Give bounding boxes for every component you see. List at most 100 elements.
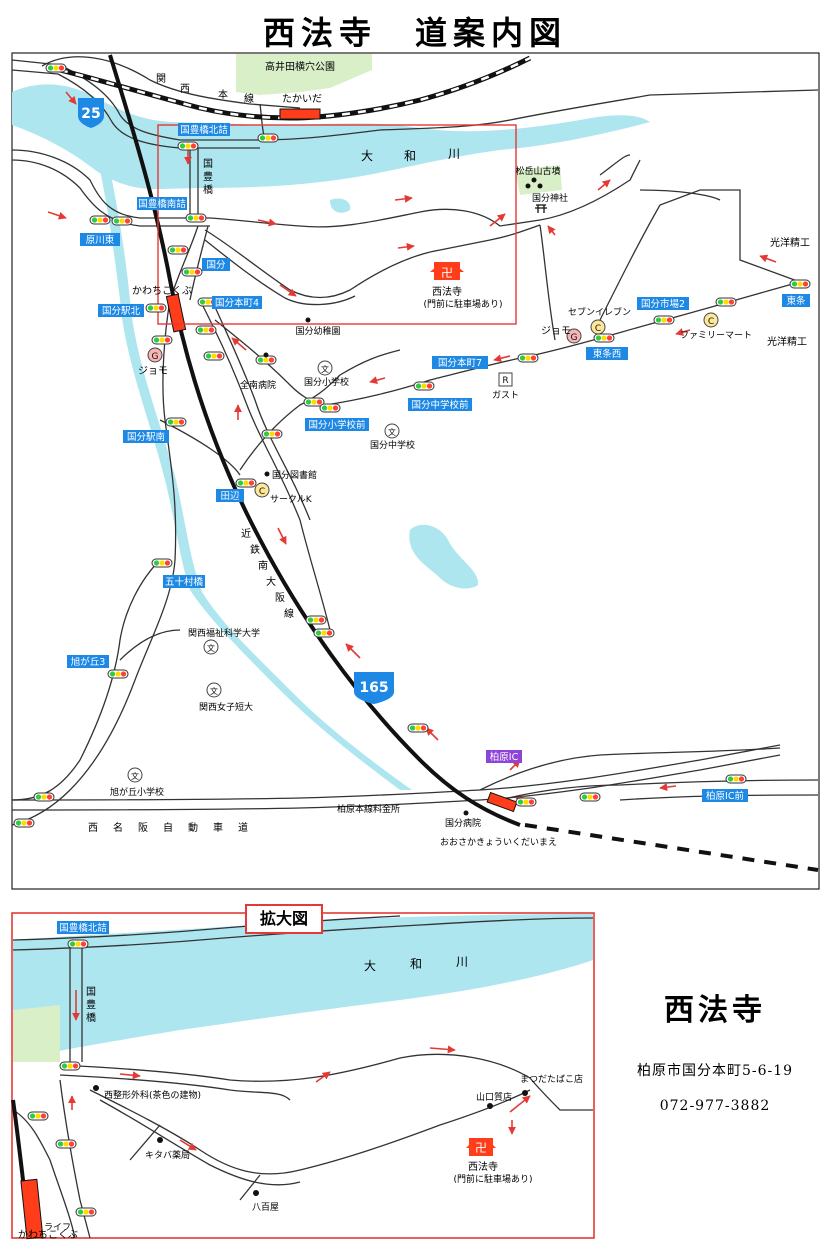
svg-text:八百屋: 八百屋 (252, 1202, 279, 1213)
svg-text:国: 国 (203, 158, 213, 170)
svg-text:全南病院: 全南病院 (240, 379, 276, 391)
svg-text:山口質店: 山口質店 (476, 1091, 512, 1103)
badge-kokubu-ichiba2: 国分市場2 (641, 298, 685, 310)
svg-text:セブンイレブン: セブンイレブン (568, 306, 631, 318)
route-25-marker: 25 (78, 98, 104, 128)
svg-text:C: C (259, 487, 265, 497)
svg-text:関西福祉科学大学: 関西福祉科学大学 (188, 627, 260, 639)
svg-text:まつだたばこ店: まつだたばこ店 (520, 1073, 583, 1085)
badge-haragawa-higashi: 原川東 (86, 234, 115, 246)
badge-tojo: 東条 (786, 295, 806, 307)
enlarged-map: 国豊橋北詰 大 和 川 国 豊 橋 西整形外科(茶色の建物) まつだたばこ店 山… (11, 914, 594, 1241)
badge-chugakko-mae: 国分中学校前 (411, 399, 468, 411)
svg-text:ファミリーマート: ファミリーマート (680, 331, 752, 341)
badge-enlarged-bridge: 国豊橋北詰 (59, 922, 107, 934)
svg-text:旭が丘小学校: 旭が丘小学校 (110, 786, 164, 798)
intersection-badges: 国豊橋北詰 国豊橋南詰 原川東 国分 国分駅北 国分本町4 国分本町7 国分市場… (67, 123, 810, 802)
badge-asahigaoka3: 旭が丘3 (71, 656, 106, 668)
enlarged-temple-note: (門前に駐車場あり) (453, 1173, 532, 1185)
svg-text:国分病院: 国分病院 (445, 817, 481, 829)
enlarged-temple-label: 西法寺 (468, 1160, 498, 1173)
temple-name: 西法寺 (664, 993, 766, 1028)
park-area (236, 54, 372, 95)
svg-text:鉄: 鉄 (250, 543, 260, 556)
svg-text:かわちこくぶ: かわちこくぶ (132, 285, 192, 297)
pond-2 (330, 198, 351, 213)
svg-text:国分神社: 国分神社 (532, 192, 568, 204)
svg-text:車: 車 (213, 821, 223, 834)
route-165-marker: 165 (354, 672, 394, 704)
svg-text:大: 大 (361, 149, 373, 163)
svg-text:大: 大 (364, 959, 376, 973)
svg-text:文: 文 (321, 364, 329, 374)
svg-text:川: 川 (456, 955, 468, 969)
svg-text:文: 文 (388, 427, 396, 437)
enlarged-area-marker (157, 124, 517, 325)
svg-text:名: 名 (113, 821, 123, 834)
svg-text:G: G (152, 352, 159, 362)
badge-kashiwara-ic: 柏原IC (490, 751, 519, 763)
svg-text:西: 西 (88, 823, 98, 834)
svg-text:C: C (708, 317, 714, 327)
svg-text:R: R (502, 376, 508, 386)
svg-text:国分小学校: 国分小学校 (304, 376, 349, 388)
svg-text:関西女子短大: 関西女子短大 (199, 701, 253, 713)
svg-text:ジョモ: ジョモ (541, 326, 571, 337)
svg-text:西: 西 (180, 84, 190, 95)
svg-text:西整形外科(茶色の建物): 西整形外科(茶色の建物) (104, 1089, 201, 1101)
svg-text:165: 165 (359, 680, 388, 696)
badge-kokubu-bashi-kita: 国豊橋北詰 (180, 124, 228, 136)
temple-label: 西法寺 (432, 285, 462, 298)
svg-text:線: 線 (284, 607, 294, 620)
svg-text:文: 文 (210, 686, 218, 696)
badge-kokubu-eki-minami: 国分駅南 (127, 431, 165, 443)
badge-gojumura-bashi: 五十村橋 (165, 576, 204, 588)
shrine-marker (525, 177, 547, 213)
svg-text:阪: 阪 (138, 821, 148, 834)
svg-text:国分中学校: 国分中学校 (370, 439, 415, 451)
svg-text:自: 自 (163, 821, 173, 834)
badge-kokubu-eki-kita: 国分駅北 (102, 306, 141, 317)
badge-tojo-nishi: 東条西 (593, 348, 622, 360)
svg-text:光洋精工: 光洋精工 (767, 335, 807, 348)
svg-text:C: C (595, 324, 601, 334)
svg-text:G: G (571, 333, 578, 343)
main-map-labels: 高井田横穴公園 関 西 本 線 たかいだ 大 和 川 国 豊 橋 松岳山古墳 国… (88, 60, 810, 848)
temple-marker-main: 卍 西法寺 (門前に駐車場あり) (423, 262, 503, 310)
svg-text:光洋精工: 光洋精工 (770, 236, 810, 249)
svg-text:松岳山古墳: 松岳山古墳 (515, 165, 560, 177)
svg-text:文: 文 (207, 643, 215, 653)
badge-tanabe: 田辺 (220, 491, 240, 502)
svg-text:南: 南 (258, 559, 268, 572)
svg-text:動: 動 (188, 821, 198, 834)
svg-text:文: 文 (131, 771, 139, 781)
svg-text:高井田横穴公園: 高井田横穴公園 (265, 60, 335, 73)
svg-text:おおさかきょういくだいまえ: おおさかきょういくだいまえ (440, 837, 557, 848)
svg-text:ガスト: ガスト (492, 390, 519, 401)
badge-kokubu-bashi-minami: 国豊橋南詰 (138, 198, 186, 210)
svg-text:和: 和 (404, 149, 416, 163)
svg-text:国分幼稚園: 国分幼稚園 (295, 325, 340, 337)
svg-text:サークルK: サークルK (270, 494, 313, 505)
svg-text:関: 関 (156, 73, 166, 85)
svg-text:阪: 阪 (275, 591, 285, 604)
badge-kashiwara-ic-mae: 柏原IC前 (706, 790, 744, 802)
svg-text:豊: 豊 (203, 170, 213, 183)
svg-text:国: 国 (86, 986, 96, 998)
svg-text:橋: 橋 (203, 183, 213, 196)
svg-text:かわちこくぶ: かわちこくぶ (18, 1229, 78, 1241)
temple-phone: 072-977-3882 (659, 1098, 771, 1114)
temple-address: 柏原市国分本町5-6-19 (636, 1063, 794, 1079)
enlarged-map-label: 拡大図 (245, 904, 323, 934)
svg-text:ライフ: ライフ (44, 1222, 71, 1233)
badge-kokubu-honmachi7: 国分本町7 (438, 357, 482, 369)
svg-text:キタバ薬局: キタバ薬局 (145, 1149, 190, 1161)
yamato-river (12, 84, 650, 190)
badge-kokubu: 国分 (206, 260, 226, 271)
svg-text:ジョモ: ジョモ (138, 366, 168, 377)
svg-text:25: 25 (81, 106, 100, 122)
svg-text:卍: 卍 (475, 1141, 487, 1155)
svg-text:道: 道 (238, 821, 248, 834)
pond-1 (409, 524, 479, 589)
